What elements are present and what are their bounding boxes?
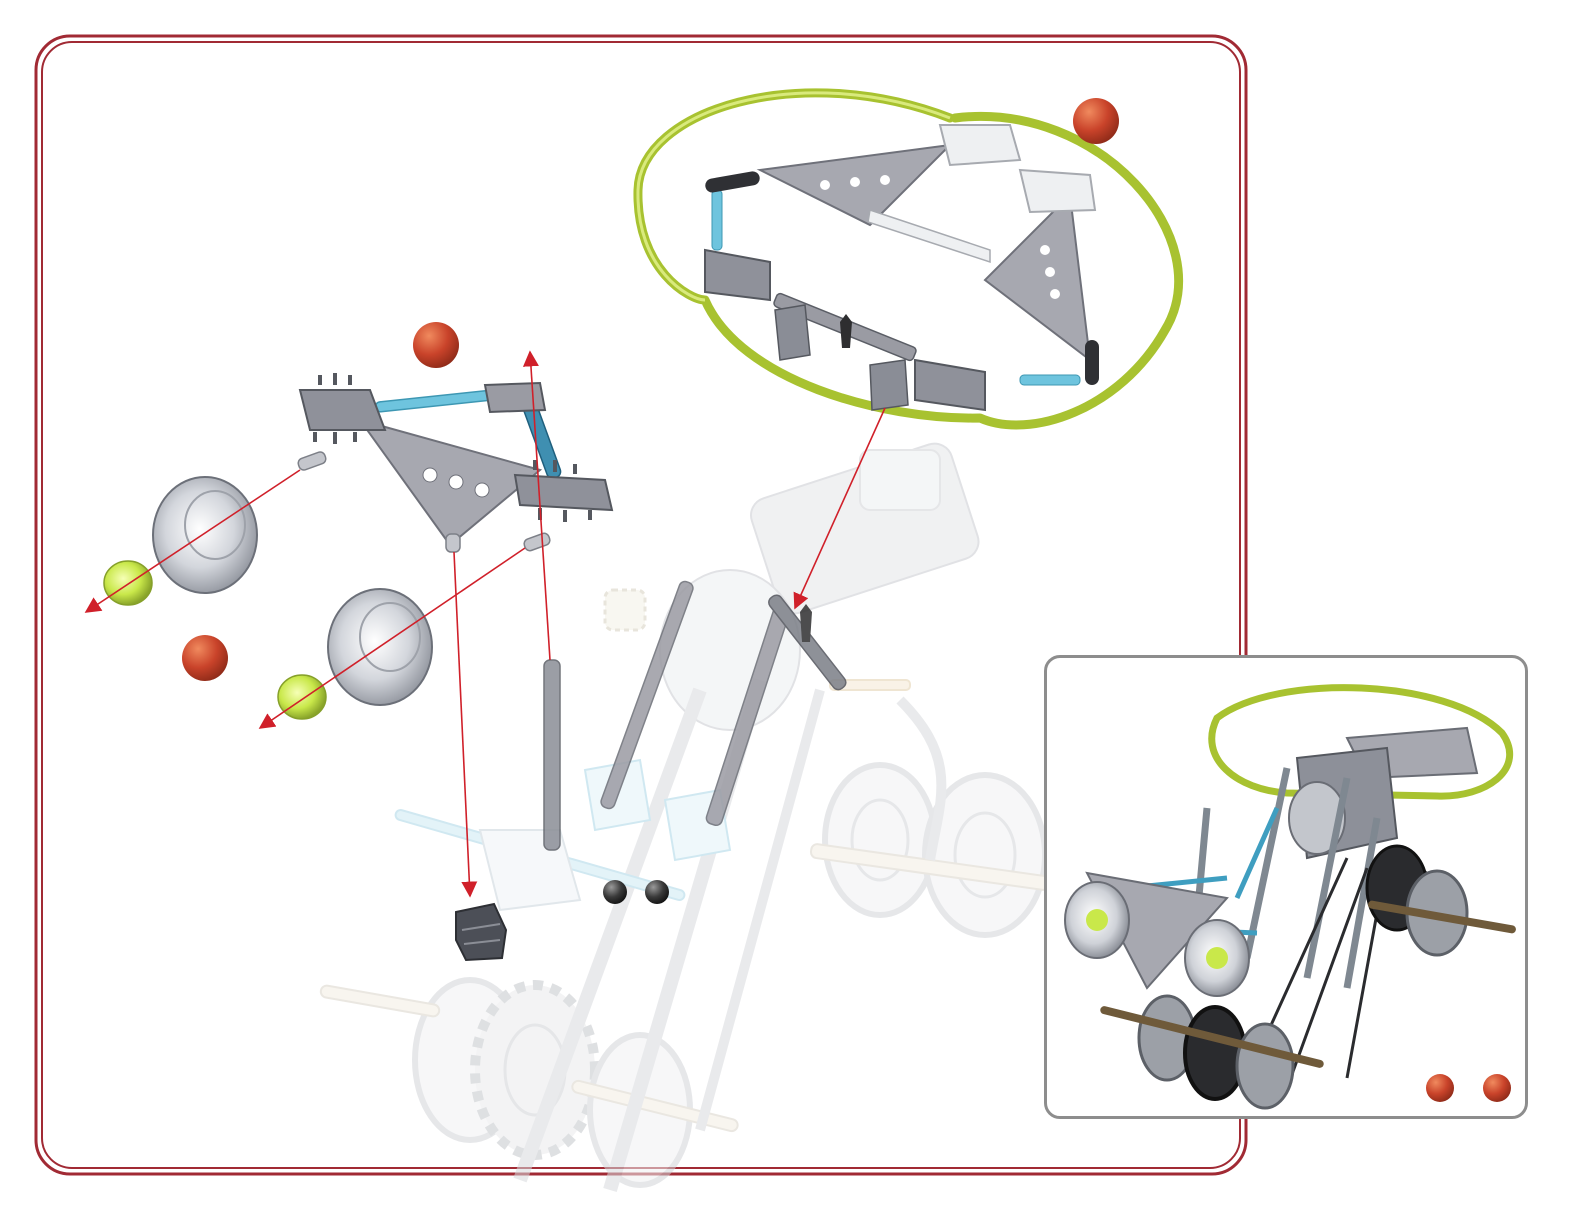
steering-mount-2 — [870, 360, 908, 410]
ghost-chassis — [320, 439, 1050, 1190]
strut-left — [544, 660, 560, 850]
bracket-peg-right — [523, 532, 552, 552]
inset-front-wheel-2 — [1185, 1007, 1245, 1099]
steering-grey-connector-left — [705, 250, 770, 300]
marker-steering — [1073, 98, 1119, 144]
steering-dark-link-left — [704, 170, 761, 193]
marker-bracket — [413, 322, 459, 368]
steering-blue-arm-right — [1020, 375, 1080, 385]
inset-marker-1 — [1426, 1074, 1454, 1102]
marker-connector-2 — [645, 880, 669, 904]
small-pin — [800, 604, 812, 642]
ghost-belt-3 — [700, 690, 820, 1130]
inset-front-wheel-3 — [1237, 1024, 1293, 1108]
dark-bracket — [456, 904, 506, 960]
bracket-connector-top — [485, 383, 545, 412]
headlight-lens-2 — [278, 675, 326, 719]
headlight-lens-1 — [104, 561, 152, 605]
ghost-motor-cap — [860, 450, 940, 510]
steering-mount-1 — [775, 305, 810, 360]
steering-plate-lower — [985, 195, 1090, 360]
marker-headlight — [182, 635, 228, 681]
ghost-gear-left — [605, 590, 645, 630]
completed-model-inset — [1044, 655, 1528, 1119]
steering-grey-connector-right — [915, 360, 985, 410]
arrow-bracket-down — [454, 552, 470, 896]
steering-dark-link-right — [1085, 340, 1099, 385]
bracket-peg-left — [297, 451, 327, 472]
ghost-front-axle-1 — [320, 985, 440, 1018]
completed-model-illustration — [1047, 658, 1525, 1116]
marker-connector-1 — [603, 880, 627, 904]
inset-marker-2 — [1483, 1074, 1511, 1102]
headlight-dome-1 — [153, 477, 257, 593]
ghost-rear-wheel-1 — [825, 765, 935, 915]
steering-blue-arm-left — [712, 190, 722, 250]
headlight-bracket-assembly — [297, 373, 612, 552]
bracket-peg-bottom — [446, 534, 460, 552]
ghost-connector-hub-1 — [480, 830, 580, 910]
